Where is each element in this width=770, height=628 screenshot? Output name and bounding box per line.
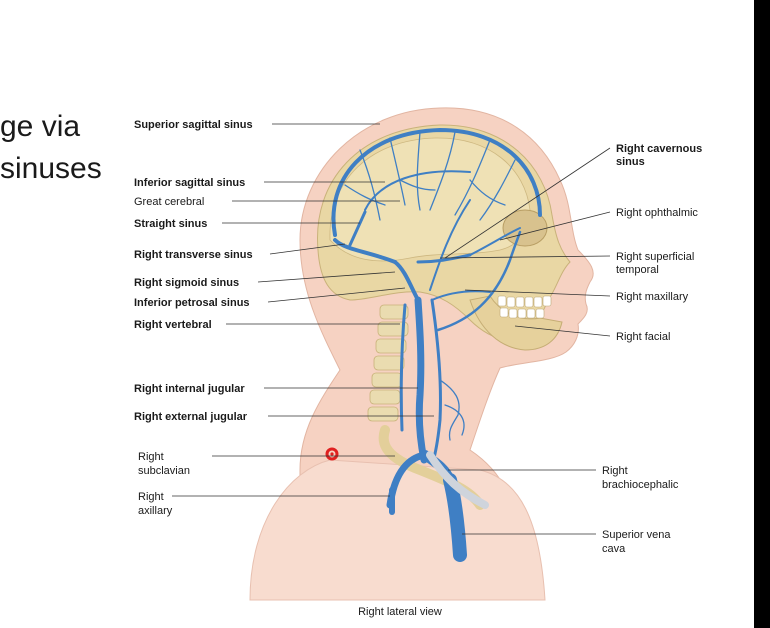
pale-vessel bbox=[426, 451, 489, 509]
label-superior-sagittal-sinus: Superior sagittal sinus bbox=[134, 119, 253, 131]
slide-text-line-1: ge via bbox=[0, 110, 81, 143]
label-great-cerebral: Great cerebral bbox=[134, 196, 204, 208]
label-inferior-sagittal-sinus: Inferior sagittal sinus bbox=[134, 177, 245, 189]
figure-caption: Right lateral view bbox=[358, 606, 442, 618]
slide-text-line-2: sinuses bbox=[0, 152, 102, 185]
ophthalmic-vein bbox=[469, 227, 521, 256]
left-leader-lines bbox=[172, 123, 434, 497]
cavernous-sinus-vein bbox=[416, 253, 472, 264]
laser-pointer-center bbox=[330, 452, 334, 456]
cervical-spine bbox=[367, 304, 409, 422]
neck-vein-branches bbox=[439, 379, 465, 441]
label-right-vertebral: Right vertebral bbox=[134, 319, 212, 331]
label-right-brachiocephalic-line2: brachiocephalic bbox=[602, 479, 679, 491]
label-right-axillary-line1: Right bbox=[138, 491, 164, 503]
label-right-superficial-temporal-line1: Right superficial bbox=[616, 251, 694, 263]
label-right-sigmoid-sinus: Right sigmoid sinus bbox=[134, 277, 239, 289]
label-right-subclavian-line1: Right bbox=[138, 451, 164, 463]
label-right-subclavian-line2: subclavian bbox=[138, 465, 190, 477]
superficial-temporal-vein bbox=[429, 199, 471, 291]
straight-sinus-vein bbox=[348, 210, 367, 247]
label-superior-vena-cava-line1: Superior vena bbox=[602, 529, 671, 541]
label-right-ophthalmic: Right ophthalmic bbox=[616, 207, 698, 219]
label-right-transverse-sinus: Right transverse sinus bbox=[134, 249, 253, 261]
label-right-maxillary: Right maxillary bbox=[616, 291, 689, 303]
label-right-facial: Right facial bbox=[616, 331, 670, 343]
label-right-brachiocephalic-line1: Right bbox=[602, 465, 628, 477]
label-inferior-petrosal-sinus: Inferior petrosal sinus bbox=[134, 297, 250, 309]
right-leader-lines bbox=[439, 147, 611, 535]
superior-sagittal-sinus-vein bbox=[331, 128, 542, 237]
internal-jugular-vein bbox=[414, 296, 428, 464]
sigmoid-sinus-vein bbox=[393, 260, 420, 302]
label-straight-sinus: Straight sinus bbox=[134, 218, 207, 230]
label-right-axillary-line2: axillary bbox=[138, 505, 173, 517]
label-right-superficial-temporal-line2: temporal bbox=[616, 264, 659, 276]
transverse-sinus-vein bbox=[333, 238, 397, 264]
maxillary-vein bbox=[431, 290, 491, 301]
label-right-external-jugular: Right external jugular bbox=[134, 411, 248, 423]
label-right-internal-jugular: Right internal jugular bbox=[134, 383, 245, 395]
teeth bbox=[497, 295, 552, 319]
label-right-cavernous-sinus-line2: sinus bbox=[616, 156, 645, 168]
right-edge-bar bbox=[754, 0, 770, 628]
vertebral-vein bbox=[399, 303, 407, 432]
label-superior-vena-cava-line2: cava bbox=[602, 543, 626, 555]
label-right-cavernous-sinus-line1: Right cavernous bbox=[616, 143, 702, 155]
cerebral-vein-branches bbox=[344, 131, 516, 221]
facial-vein bbox=[436, 230, 522, 332]
external-jugular-vein bbox=[430, 298, 443, 460]
laser-pointer-dot bbox=[325, 447, 339, 461]
